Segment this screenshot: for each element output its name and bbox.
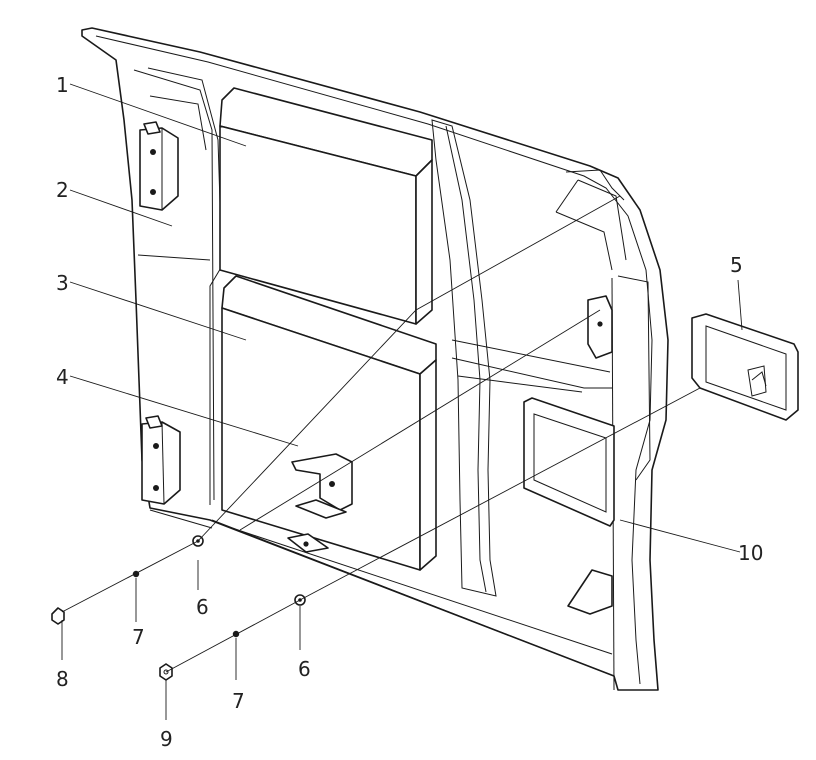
upper-hinge: [139, 121, 179, 211]
callout-9: 9: [160, 727, 173, 751]
bolt: [51, 607, 65, 625]
callout-1: 1: [56, 73, 69, 97]
callout-3: 3: [56, 271, 69, 295]
callout-2: 2: [56, 178, 69, 202]
callout-6-lower: 6: [298, 657, 311, 681]
callout-5: 5: [730, 253, 743, 277]
callout-6-upper: 6: [196, 595, 209, 619]
cover-plate: [691, 313, 799, 421]
upper-pad: [219, 87, 433, 325]
side-bracket: [587, 295, 613, 359]
callout-8: 8: [56, 667, 69, 691]
panel-opening: [523, 397, 615, 527]
hardware: [51, 535, 306, 681]
callout-labels: 1 2 3 4 5 6 6 7 7 8 9 10: [56, 73, 763, 751]
leader-lines: [61, 83, 743, 720]
bracket: [291, 453, 353, 519]
lower-hinge: [141, 415, 181, 505]
bottom-tab: [287, 533, 329, 553]
callout-10: 10: [738, 541, 763, 565]
callout-4: 4: [56, 365, 69, 389]
callout-7-lower: 7: [232, 689, 245, 713]
callout-7-upper: 7: [132, 625, 145, 649]
